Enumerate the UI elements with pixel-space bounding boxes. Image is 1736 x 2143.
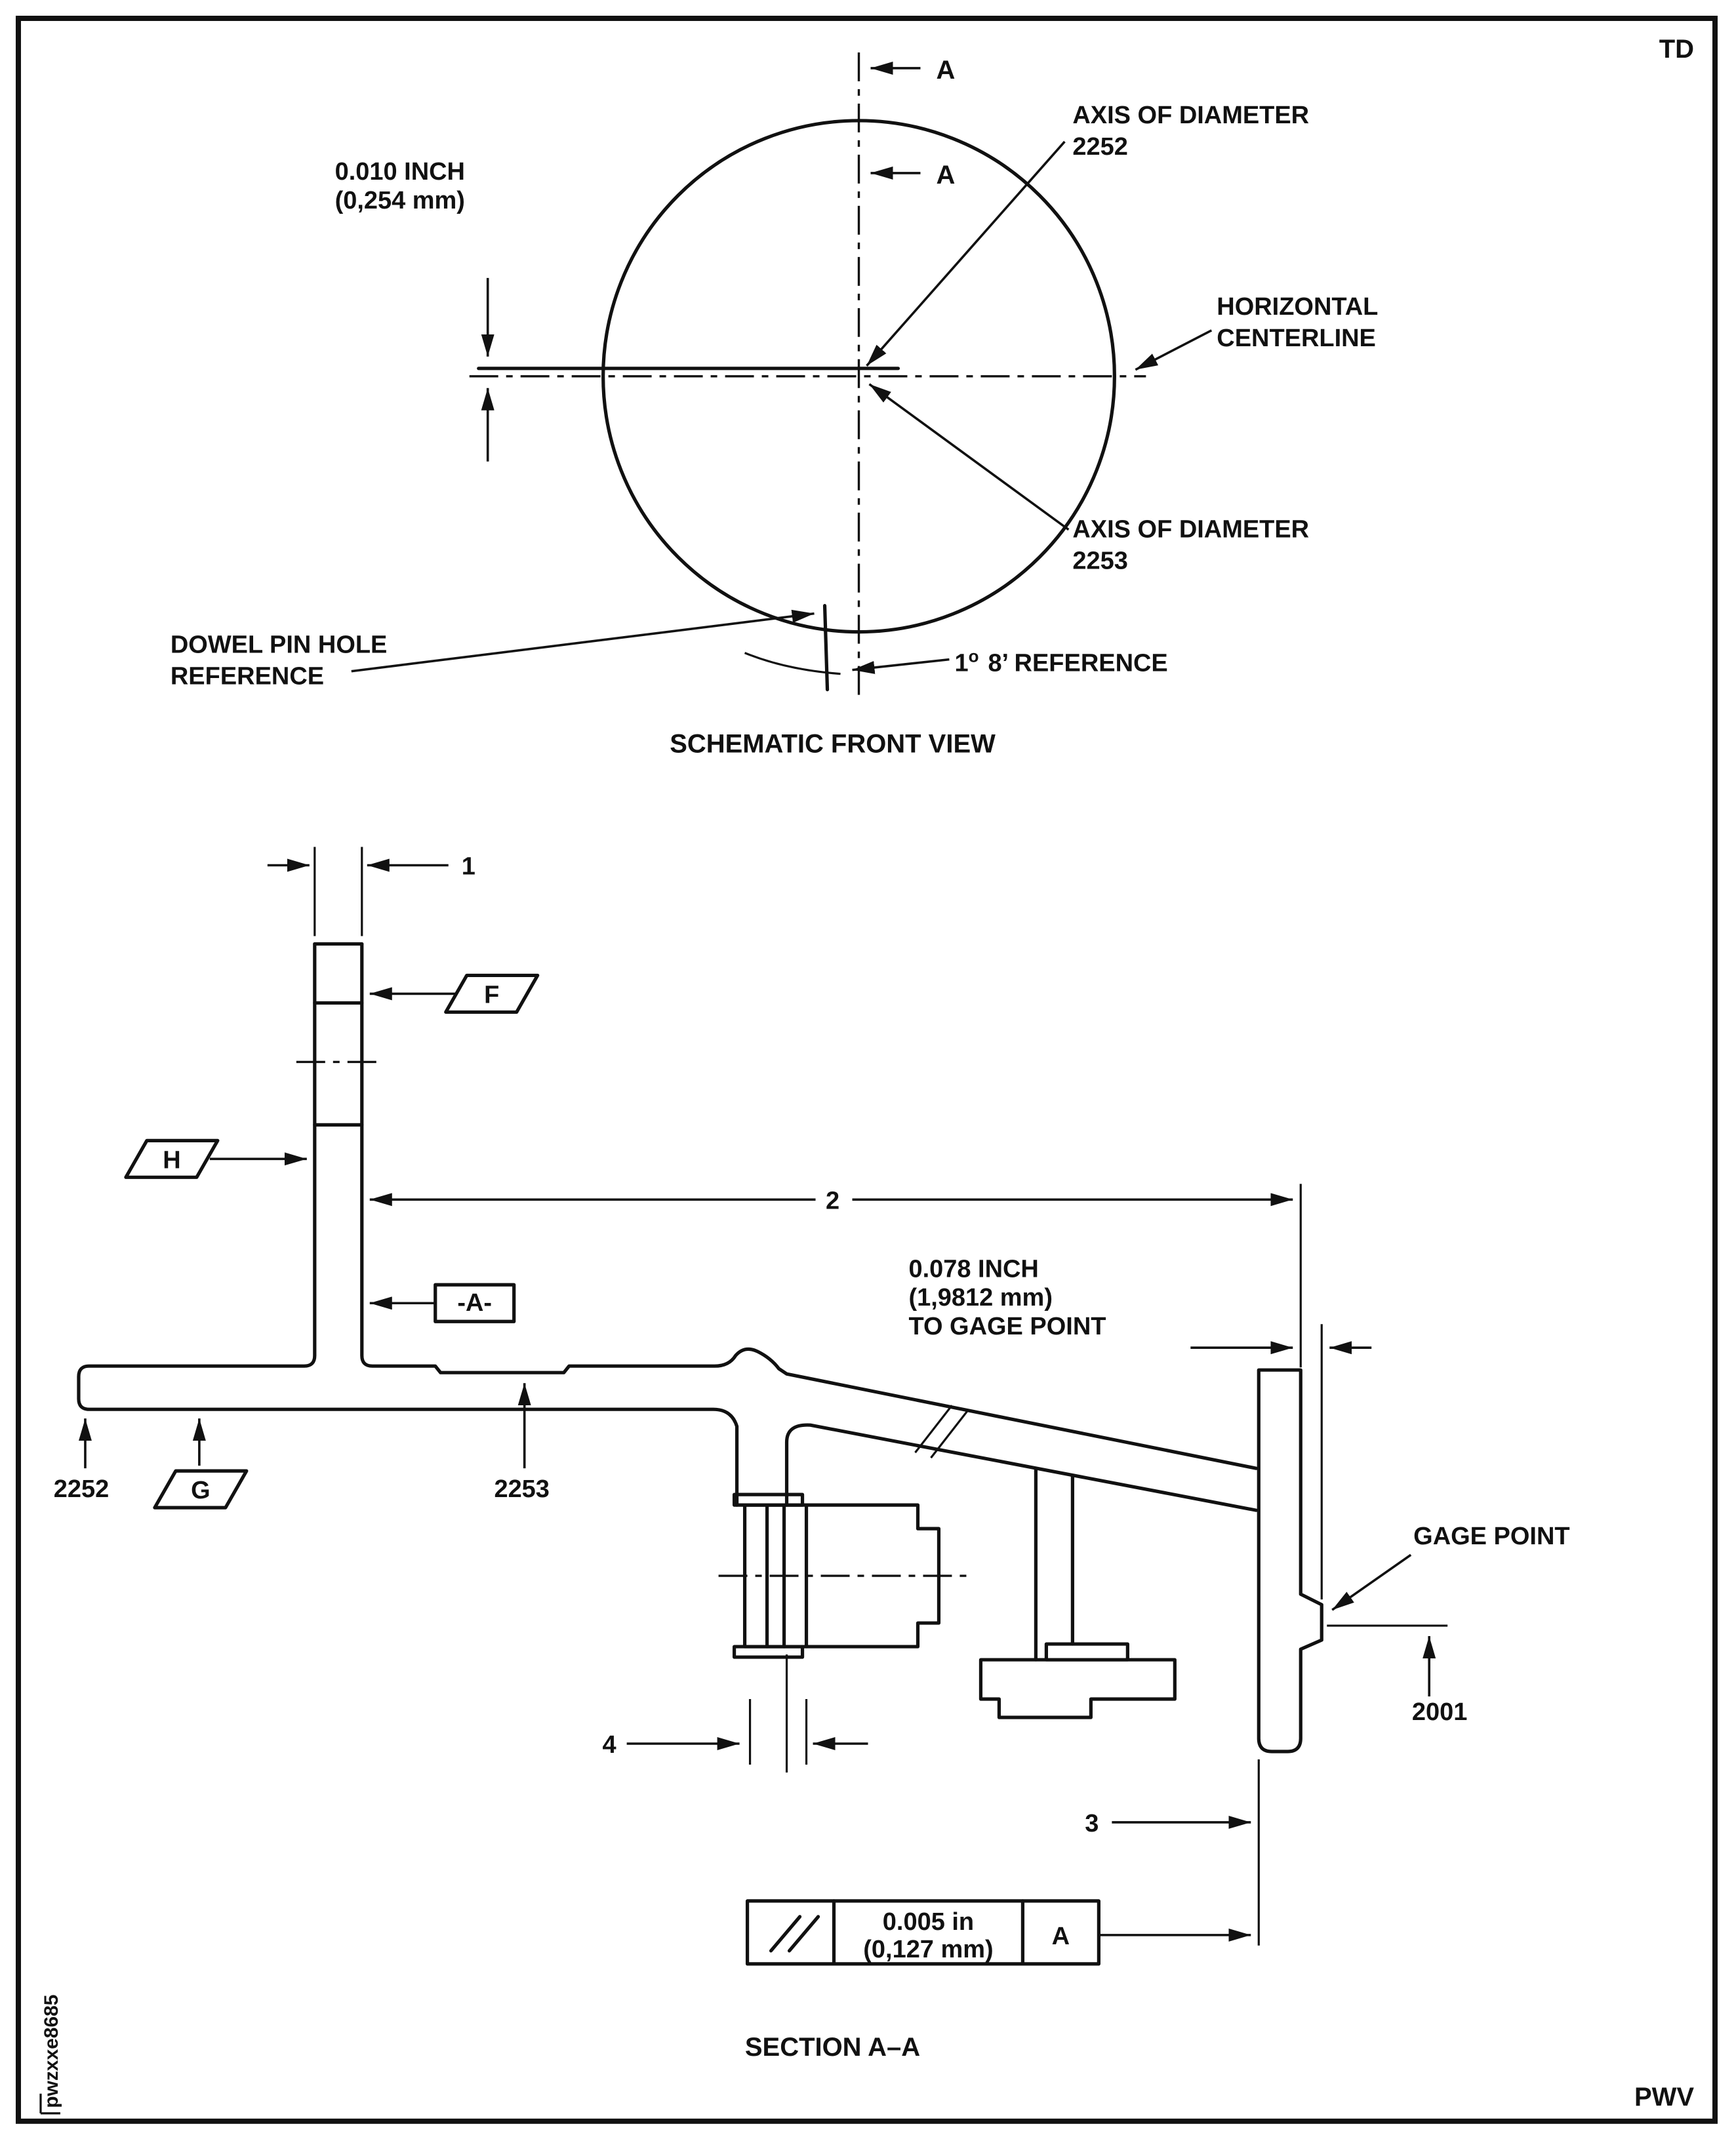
balloon-2252-label: 2252	[54, 1475, 109, 1503]
offset-label-line1: 0.010 INCH	[335, 158, 465, 186]
arm-break-marks	[914, 1405, 969, 1459]
gage-dim-line3: TO GAGE POINT	[908, 1313, 1106, 1340]
datum-a-label: -A-	[457, 1289, 492, 1317]
dim2-label: 2	[826, 1187, 839, 1214]
fcf-dividers	[832, 1899, 1025, 1966]
dim1-extension-lines	[313, 847, 363, 936]
axis-2252-label-line1: AXIS OF DIAMETER	[1072, 102, 1309, 129]
profile-bar-left-flange	[77, 942, 739, 1507]
dim4-label: 4	[603, 1731, 616, 1759]
angle-arc	[744, 652, 841, 675]
angle-reference-leader	[852, 658, 950, 674]
sheet-code-side: pwzxxe8685	[41, 1995, 62, 2108]
gage-point-leader	[1331, 1553, 1412, 1611]
front-view-caption: SCHEMATIC FRONT VIEW	[670, 730, 996, 759]
fcf-tolerance-line1: 0.005 in	[883, 1908, 974, 1936]
flag-f-label: F	[484, 981, 499, 1009]
axis-2253-label-line2: 2253	[1072, 548, 1127, 575]
front-view: A A 0.010 INCH (0,254 mm) AXIS OF DIAMET…	[171, 52, 1378, 759]
flag-f-shape	[444, 973, 540, 1014]
dowel-label-line1: DOWEL PIN HOLE	[171, 631, 387, 659]
section-view-caption: SECTION A–A	[745, 2033, 920, 2062]
bracket-legs	[1034, 1466, 1074, 1662]
cut-arrow-label-top: A	[936, 56, 955, 85]
flag-g-label: G	[191, 1477, 211, 1504]
flag-h-shape	[124, 1138, 220, 1179]
axis-2253-leader	[868, 383, 1070, 531]
profile-arm-bottom	[784, 1423, 1258, 1512]
fcf-box	[745, 1899, 1100, 1966]
offset-label-line2: (0,254 mm)	[335, 187, 465, 214]
dowel-leader	[351, 609, 815, 673]
horizontal-centerline-leader	[1135, 329, 1213, 371]
dim3-label: 3	[1085, 1810, 1099, 1837]
dim4-extension-lines	[748, 1654, 808, 1772]
flag-g-shape	[153, 1469, 249, 1510]
bar-joint-lines	[313, 1001, 364, 1127]
dowel-pin-line	[822, 604, 830, 692]
side-code-bracket	[39, 2093, 60, 2115]
axis-2252-leader	[866, 140, 1066, 367]
balloon-2001-label: 2001	[1412, 1698, 1467, 1726]
profile-right-member	[1257, 1368, 1323, 1753]
axis-2253-label-line1: AXIS OF DIAMETER	[1072, 516, 1309, 544]
balloon-2253-label: 2253	[494, 1475, 549, 1503]
cut-arrow-label-mid: A	[936, 161, 955, 190]
horizontal-centerline-label-line2: CENTERLINE	[1217, 325, 1376, 352]
section-view: 1 F H 2 -A- 0.078 INCH (1,9812 mm) TO GA…	[54, 847, 1570, 2062]
parallelism-icon	[769, 1915, 820, 1953]
gage-point-label: GAGE POINT	[1413, 1523, 1569, 1550]
sheet-code-bottom-right: PWV	[1634, 2083, 1694, 2112]
feature-control-frame: 0.005 in (0,127 mm) A	[745, 1899, 1251, 1966]
sheet-code-top-right: TD	[1659, 35, 1694, 64]
fcf-tolerance-line2: (0,127 mm)	[863, 1936, 993, 1963]
bracket-ledge	[1044, 1642, 1129, 1662]
dim1-label: 1	[462, 852, 475, 880]
axis-2252-label-line2: 2252	[1072, 133, 1127, 161]
bracket-foot-plate	[979, 1658, 1177, 1719]
side-code-block: pwzxxe8685	[39, 1995, 62, 2115]
gage-dim-line2: (1,9812 mm)	[908, 1284, 1053, 1312]
dowel-label-line2: REFERENCE	[171, 663, 324, 691]
fcf-datum-label: A	[1052, 1923, 1070, 1950]
gage-dim-line1: 0.078 INCH	[908, 1255, 1038, 1283]
hub-ears	[732, 1492, 805, 1659]
horizontal-centerline-label-line1: HORIZONTAL	[1217, 293, 1378, 321]
flag-h-label: H	[163, 1146, 180, 1174]
sheet-border	[15, 15, 1718, 2124]
profile-bar-right-arm-top	[360, 942, 1258, 1470]
